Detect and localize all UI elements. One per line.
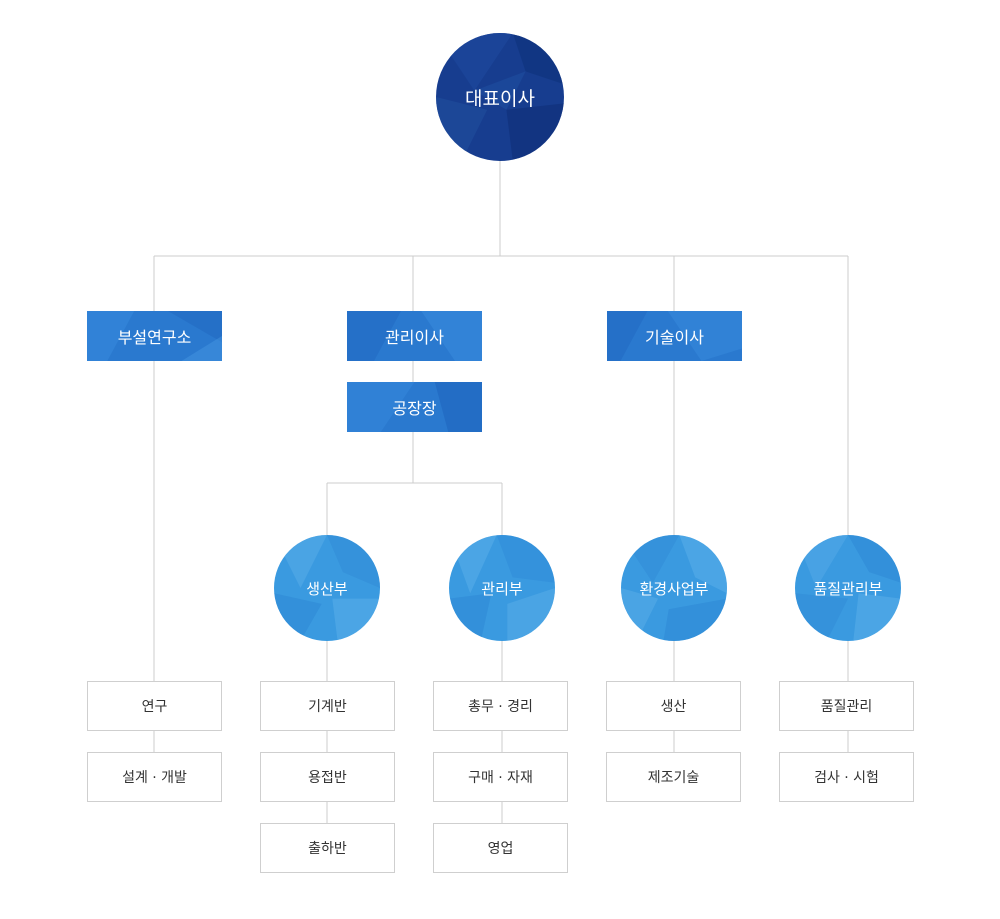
research-lab-node: 부설연구소 bbox=[87, 311, 222, 361]
plant-manager-pattern bbox=[347, 382, 482, 432]
unit-welding-label: 용접반 bbox=[308, 770, 347, 786]
production-dept-label: 생산부 bbox=[306, 579, 348, 598]
unit-quality-control: 품질관리 bbox=[779, 681, 914, 731]
production-dept-pattern bbox=[274, 535, 380, 641]
production-dept-node: 생산부 bbox=[274, 535, 380, 641]
unit-sales-label: 영업 bbox=[487, 841, 514, 857]
tech-director-pattern bbox=[607, 311, 742, 361]
unit-research: 연구 bbox=[87, 681, 222, 731]
unit-design-development: 설계 · 개발 bbox=[87, 752, 222, 802]
management-dept-pattern bbox=[449, 535, 555, 641]
unit-env-production: 생산 bbox=[606, 681, 741, 731]
management-dept-label: 관리부 bbox=[481, 579, 523, 598]
quality-dept-pattern bbox=[795, 535, 901, 641]
unit-machining-label: 기계반 bbox=[308, 699, 347, 715]
quality-dept-node: 품질관리부 bbox=[795, 535, 901, 641]
unit-machining: 기계반 bbox=[260, 681, 395, 731]
unit-welding: 용접반 bbox=[260, 752, 395, 802]
unit-manufacturing-tech: 제조기술 bbox=[606, 752, 741, 802]
unit-manufacturing-tech-label: 제조기술 bbox=[647, 770, 700, 786]
admin-director-pattern bbox=[347, 311, 482, 361]
unit-sales: 영업 bbox=[433, 823, 568, 873]
unit-inspection-testing: 검사 · 시험 bbox=[779, 752, 914, 802]
tech-director-node: 기술이사 bbox=[607, 311, 742, 361]
unit-shipping-label: 출하반 bbox=[308, 841, 347, 857]
ceo-pattern bbox=[436, 33, 564, 161]
ceo-node: 대표이사 bbox=[436, 33, 564, 161]
unit-purchasing-materials: 구매 · 자재 bbox=[433, 752, 568, 802]
plant-manager-node: 공장장 bbox=[347, 382, 482, 432]
unit-general-accounting: 총무 · 경리 bbox=[433, 681, 568, 731]
ceo-label: 대표이사 bbox=[465, 87, 535, 110]
admin-director-node: 관리이사 bbox=[347, 311, 482, 361]
environment-dept-node: 환경사업부 bbox=[621, 535, 727, 641]
research-lab-pattern bbox=[87, 311, 222, 361]
management-dept-node: 관리부 bbox=[449, 535, 555, 641]
unit-design-development-label: 설계 · 개발 bbox=[122, 770, 187, 786]
unit-purchasing-materials-label: 구매 · 자재 bbox=[468, 770, 533, 786]
environment-dept-label: 환경사업부 bbox=[639, 579, 709, 598]
environment-dept-pattern bbox=[621, 535, 727, 641]
admin-director-label: 관리이사 bbox=[385, 328, 444, 347]
unit-shipping: 출하반 bbox=[260, 823, 395, 873]
unit-inspection-testing-label: 검사 · 시험 bbox=[814, 770, 879, 786]
tech-director-label: 기술이사 bbox=[645, 328, 704, 347]
unit-env-production-label: 생산 bbox=[660, 699, 687, 715]
research-lab-label: 부설연구소 bbox=[117, 328, 192, 347]
unit-general-accounting-label: 총무 · 경리 bbox=[468, 699, 533, 715]
unit-research-label: 연구 bbox=[141, 699, 168, 715]
quality-dept-label: 품질관리부 bbox=[813, 579, 883, 598]
unit-quality-control-label: 품질관리 bbox=[820, 699, 873, 715]
plant-manager-label: 공장장 bbox=[392, 399, 437, 418]
